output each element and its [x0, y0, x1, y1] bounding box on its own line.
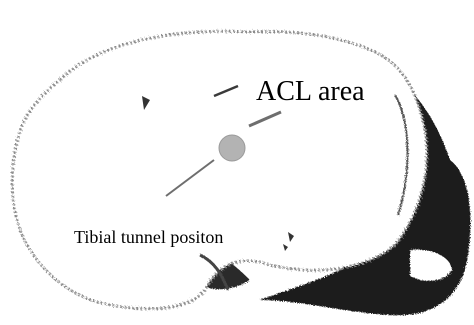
acl-area-label: ACL area	[256, 76, 365, 107]
tibial-tunnel-label: Tibial tunnel positon	[74, 227, 223, 247]
tibial-tunnel-marker	[219, 135, 245, 161]
